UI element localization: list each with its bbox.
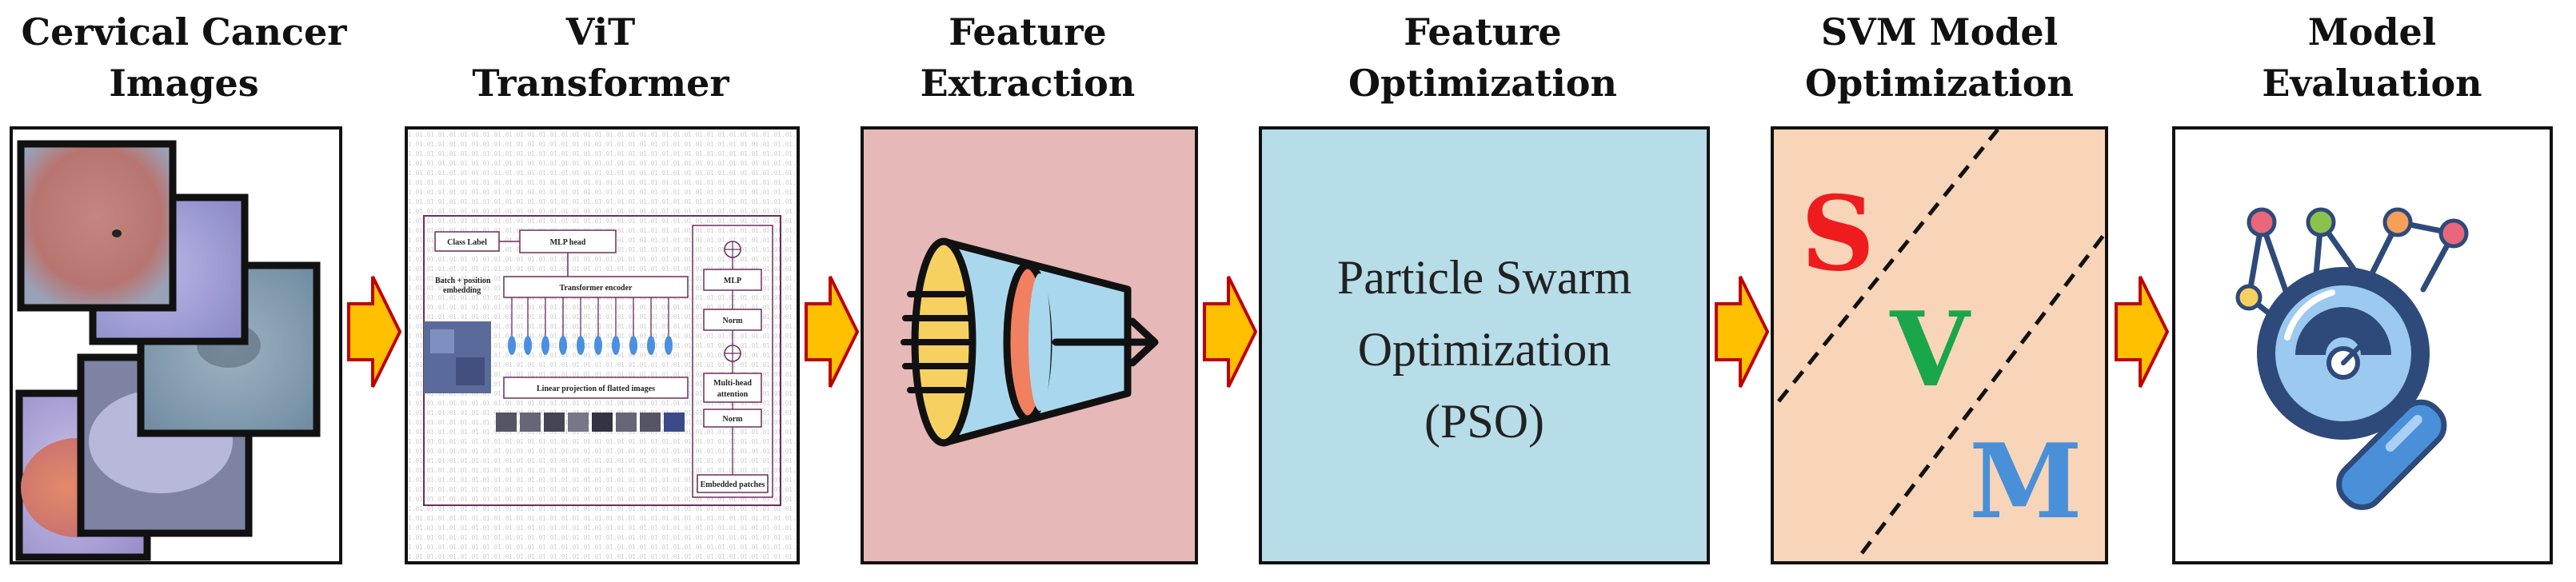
norm-text-bottom: Norm	[723, 415, 744, 424]
stage-title-feature-extraction: Feature Extraction	[861, 6, 1195, 109]
panel-svm: S V M	[1771, 126, 2108, 564]
svm-letter-m: M	[1969, 422, 2083, 542]
arrow-shape	[1203, 276, 1258, 388]
arrow-shape	[805, 276, 860, 388]
title-line: Cervical Cancer	[21, 10, 347, 54]
flow-arrow-5	[2115, 276, 2170, 388]
embedded-patches-box	[697, 474, 769, 493]
lens-highlight	[2284, 289, 2335, 341]
cone-ring-inner	[1028, 273, 1051, 411]
transformer-encoder-text: Transformer encoder	[560, 284, 633, 293]
class-label-text: Class Label	[447, 238, 487, 247]
image-patches	[496, 413, 685, 432]
encoder-block	[692, 225, 773, 498]
svm-letter-s: S	[1801, 174, 1875, 294]
arrow-shape	[347, 276, 402, 388]
pso-line-1: Particle Swarm	[1336, 251, 1632, 304]
batch-embedding-text-2: embedding	[443, 286, 481, 295]
title-line: SVM Model	[1820, 10, 2059, 54]
multi-head-text-1: Multi-head	[713, 379, 752, 388]
stage-title-model-evaluation: Model Evaluation	[2172, 6, 2572, 109]
magnifier-handle	[2336, 399, 2447, 510]
image-texture	[430, 329, 454, 353]
norm-text-top: Norm	[723, 317, 744, 325]
flow-arrow-1	[347, 276, 402, 388]
linear-projection-text: Linear projection of flatted images	[537, 385, 655, 393]
stage-title-feature-optimization: Feature Optimization	[1259, 6, 1707, 109]
title-line: Transformer	[472, 62, 729, 105]
flow-arrow-2	[805, 276, 860, 388]
network-node	[2306, 207, 2336, 237]
norm-box-top	[703, 309, 762, 331]
multi-head-text-2: attention	[717, 390, 749, 399]
network-node	[2247, 207, 2277, 237]
pso-line-3: (PSO)	[1424, 395, 1545, 448]
network-node	[2382, 207, 2413, 237]
gauge-arc	[2295, 307, 2391, 355]
panel-pso: Particle Swarm Optimization (PSO)	[1259, 126, 1710, 564]
cell-image-stack	[15, 140, 321, 561]
batch-embedding-text-1: Batch + position	[435, 277, 491, 285]
embedded-patches-text: Embedded patches	[701, 480, 765, 489]
gauge-needle	[2341, 332, 2374, 365]
encoder-lines	[511, 297, 669, 339]
title-line: ViT	[565, 10, 636, 54]
pso-label: Particle Swarm Optimization (PSO)	[1262, 241, 1707, 457]
svm-letter-v: V	[1889, 290, 1971, 410]
title-line: Optimization	[1805, 62, 2074, 105]
image-texture	[456, 357, 485, 385]
mlp-box	[703, 269, 762, 291]
flow-arrow-4	[1715, 276, 1770, 388]
stage-title-images: Cervical Cancer Images	[0, 6, 368, 109]
svm-margin-line-2	[1860, 232, 2105, 555]
pso-line-2: Optimization	[1357, 323, 1611, 376]
network-node	[2438, 218, 2469, 249]
title-line: Feature	[1404, 10, 1562, 54]
vit-diagram: 1.0 Class Label MLP head Batch + positio…	[408, 130, 797, 561]
transformer-encoder-box	[503, 276, 689, 298]
panel-feature-extraction	[861, 126, 1198, 564]
output-arrow-head	[1128, 317, 1159, 367]
mlp-head-text: MLP head	[550, 238, 586, 247]
panel-model-evaluation	[2172, 126, 2553, 564]
stage-title-svm-optimization: SVM Model Optimization	[1759, 6, 2119, 109]
cell-nucleus-dark	[112, 229, 122, 237]
arrow-shape	[1715, 276, 1770, 388]
title-line: Model	[2307, 10, 2437, 54]
title-line: Extraction	[920, 62, 1136, 105]
svm-margin-line-1	[1777, 130, 1999, 403]
stage-title-vit: ViT Transformer	[405, 6, 797, 109]
cell-image-0	[17, 140, 177, 312]
mlp-head-box	[519, 229, 617, 253]
network-node	[2235, 284, 2262, 311]
svm-diagram: S V M	[1777, 130, 2105, 555]
panel-cervical-images	[10, 126, 342, 564]
title-line: Optimization	[1348, 62, 1617, 105]
feature-extraction-icon	[901, 237, 1159, 447]
flow-arrow-3	[1203, 276, 1258, 388]
input-lines	[901, 291, 972, 393]
title-line: Evaluation	[2262, 62, 2482, 105]
panel-vit-transformer: 1.0 Class Label MLP head Batch + positio…	[405, 126, 800, 564]
title-line: Feature	[949, 10, 1107, 54]
evaluation-icon	[2235, 207, 2469, 510]
title-line: Images	[109, 62, 259, 105]
linear-projection-box	[503, 377, 689, 399]
patch-tokens	[508, 336, 673, 355]
mlp-text: MLP	[724, 277, 741, 285]
arrow-shape	[2115, 276, 2170, 388]
